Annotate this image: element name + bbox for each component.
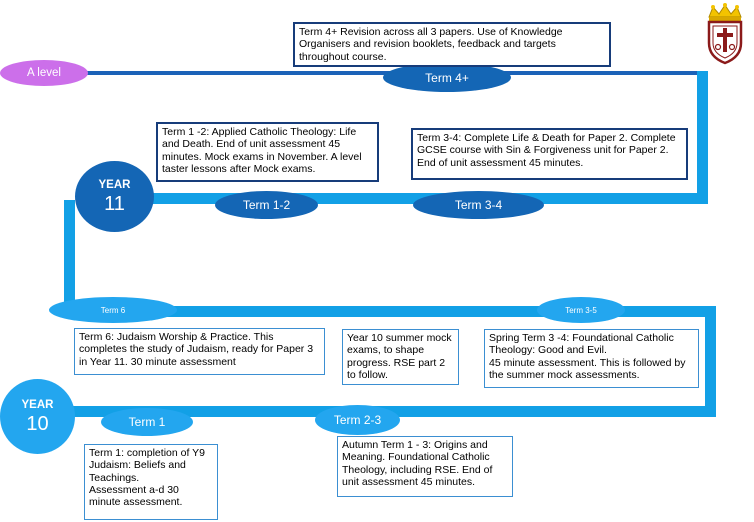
year-10-number: 10 [26,412,49,435]
term-3-5-label: Term 3-5 [565,305,597,315]
term-4plus-oval: Term 4+ [383,63,511,92]
term-1-oval: Term 1 [101,408,193,436]
term-4plus-label: Term 4+ [425,70,469,85]
year-10-circle: YEAR 10 [0,379,75,454]
track-right-upper [697,71,708,204]
year-11-number: 11 [104,192,125,215]
track-year11 [120,193,708,204]
year-10-word: YEAR [21,398,54,411]
year-10-summer-mock-box: Year 10 summer mock exams, to shape prog… [342,329,459,385]
year-11-term-1-2-box: Term 1 -2: Applied Catholic Theology: Li… [156,122,379,182]
track-left-connector [64,200,75,317]
track-right-lower [705,306,716,417]
track-year10-top [64,306,716,317]
term-1-label: Term 1 [128,415,166,429]
year-10-spring-term-box: Spring Term 3 -4: Foundational Catholic … [484,329,699,388]
year-10-autumn-term-box: Autumn Term 1 - 3: Origins and Meaning. … [337,436,513,497]
year-11-term-3-4-box: Term 3-4: Complete Life & Death for Pape… [411,128,688,180]
term-3-4-oval: Term 3-4 [413,191,544,219]
term-6-label: Term 6 [100,305,126,315]
a-level-label: A level [27,67,61,79]
term-4plus-revision-box: Term 4+ Revision across all 3 papers. Us… [293,22,611,67]
term-3-4-label: Term 3-4 [454,198,503,212]
term-1-2-oval: Term 1-2 [215,191,318,219]
year-11-circle: YEAR 11 [75,161,154,232]
term-2-3-oval: Term 2-3 [315,405,400,435]
year-11-word: YEAR [98,178,131,191]
school-crest-icon [703,3,747,65]
year-10-term-6-box: Term 6: Judaism Worship & Practice. This… [74,328,325,375]
term-6-oval: Term 6 [49,297,177,323]
term-2-3-label: Term 2-3 [333,413,382,427]
term-1-2-label: Term 1-2 [242,198,291,212]
a-level-oval: A level [0,60,88,86]
year-10-term-1-box: Term 1: completion of Y9 Judaism: Belief… [84,444,218,520]
term-3-5-oval: Term 3-5 [537,297,625,323]
